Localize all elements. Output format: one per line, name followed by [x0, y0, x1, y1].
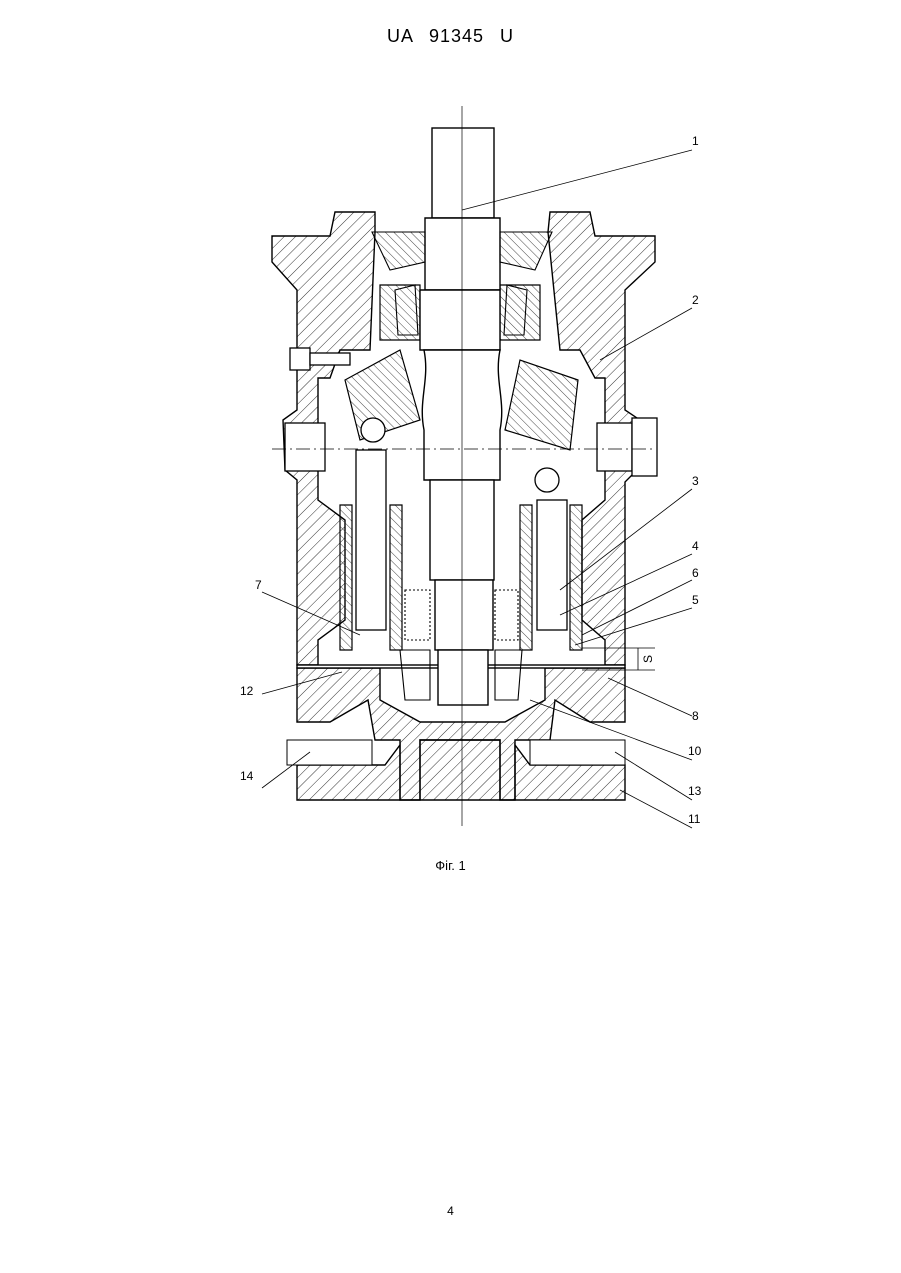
- figure-caption: Фіг. 1: [0, 858, 901, 873]
- callout-1: 1: [692, 134, 699, 148]
- callout-4: 4: [692, 539, 699, 553]
- callout-12: 12: [240, 684, 254, 698]
- callout-13: 13: [688, 784, 702, 798]
- callout-2: 2: [692, 293, 699, 307]
- callout-7: 7: [255, 578, 262, 592]
- callout-6: 6: [692, 566, 699, 580]
- callout-14: 14: [240, 769, 254, 783]
- callout-10: 10: [688, 744, 702, 758]
- callout-5: 5: [692, 593, 699, 607]
- callout-8: 8: [692, 709, 699, 723]
- page-number: 4: [0, 1204, 901, 1218]
- callout-3: 3: [692, 474, 699, 488]
- main-shaft: [420, 128, 502, 705]
- callout-11: 11: [688, 812, 701, 826]
- dimension-label-s: S: [641, 655, 655, 663]
